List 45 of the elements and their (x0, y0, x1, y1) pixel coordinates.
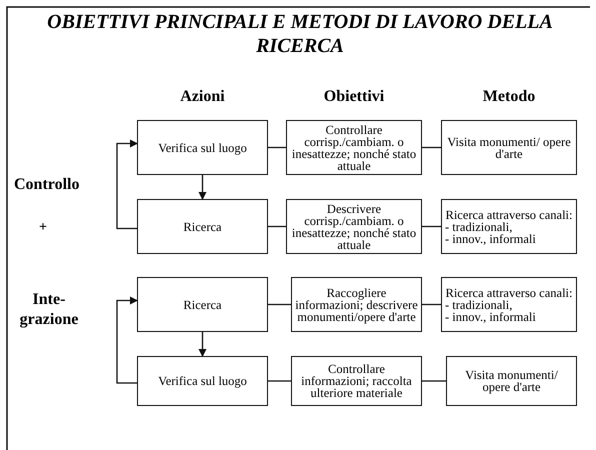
process-box (137, 277, 268, 332)
connector-line (422, 304, 441, 306)
column-heading: Obiettivi (322, 88, 386, 106)
row-heading: Inte- grazione (18, 290, 80, 330)
box-text: Ricerca (183, 220, 222, 232)
process-box (441, 199, 577, 254)
box-text: Verifica sul luogo (158, 142, 247, 154)
connector-line (268, 146, 286, 148)
column-heading: Azioni (179, 88, 226, 106)
process-box (137, 356, 268, 406)
box-text: Raccogliere informazioni; descrivere monumenti/opere d'arte (295, 286, 418, 322)
box-text: - tradizionali, (445, 220, 512, 232)
process-box (441, 120, 577, 175)
arrow (198, 175, 206, 200)
plus-sign: + (38, 220, 48, 236)
box-text: Ricerca (183, 298, 222, 310)
row-heading: Controllo (14, 176, 80, 194)
process-box (137, 120, 268, 175)
process-box (137, 199, 268, 254)
box-text: Visita monumenti/ opere d'arte (464, 369, 559, 393)
arrow (116, 296, 138, 384)
box-text: - tradizionali, (445, 298, 512, 310)
arrow (198, 332, 206, 357)
column-heading: Metodo (482, 88, 536, 106)
process-box (291, 356, 422, 406)
connector-line (422, 146, 441, 148)
title: OBIETTIVI PRINCIPALI E METODI DI LAVORO DELLA RICERCA (46, 10, 554, 58)
box-text: Controllare informazioni; raccolta ulteriore materiale (300, 363, 413, 399)
connector-line (422, 226, 441, 228)
box-text: Descrivere corrisp./cambiam. o inesattezze; nonché stato attuale (290, 202, 418, 250)
box-text: Visita monumenti/ opere d'arte (446, 136, 572, 160)
box-text: Ricerca attraverso canali: (445, 208, 572, 220)
arrow (116, 140, 138, 230)
connector-line (422, 380, 446, 382)
connector-line (268, 304, 291, 306)
process-box (446, 356, 577, 406)
box-text: Verifica sul luogo (158, 375, 247, 387)
box-text: Controllare corrisp./cambiam. o inesattezze; nonché stato attuale (290, 124, 418, 172)
box-text: - innov., informali (445, 310, 536, 322)
connector-line (268, 226, 286, 228)
box-text: - innov., informali (445, 232, 536, 244)
box-text: Ricerca attraverso canali: (445, 286, 572, 298)
connector-line (268, 380, 291, 382)
process-box (441, 277, 577, 332)
process-box (291, 277, 422, 332)
